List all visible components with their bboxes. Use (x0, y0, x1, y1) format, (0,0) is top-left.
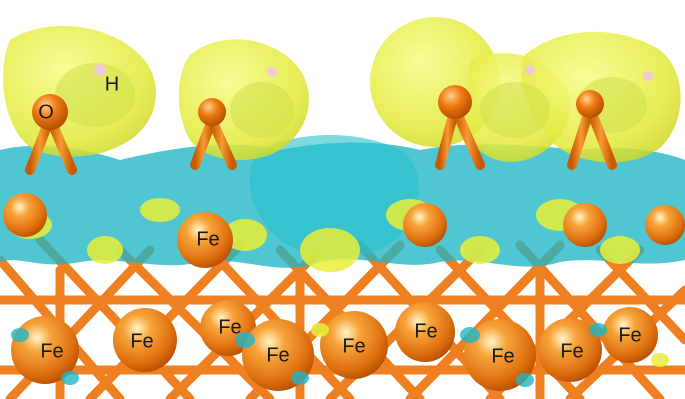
oxygen-atom (576, 90, 604, 118)
hydrogen-atom (94, 64, 106, 76)
label-fe: Fe (266, 344, 289, 366)
label-fe-top: Fe (196, 228, 219, 250)
label-fe: Fe (130, 330, 153, 352)
label-oxygen: O (38, 101, 54, 123)
fe-atom (645, 205, 685, 245)
hydrogen-atom (525, 65, 535, 75)
label-fe: Fe (218, 316, 241, 338)
fe-atom (403, 203, 447, 247)
top-fe-atoms (3, 193, 685, 268)
label-fe: Fe (618, 324, 641, 346)
lower-density-lobes (11, 323, 669, 387)
oxygen-atoms (32, 85, 604, 130)
label-fe: Fe (560, 340, 583, 362)
oxygen-atom (32, 94, 68, 130)
label-fe: Fe (491, 345, 514, 367)
atom-labels: O H Fe Fe Fe Fe Fe Fe Fe Fe Fe Fe (38, 73, 641, 367)
fe-atom (177, 212, 233, 268)
fe-atom (320, 311, 388, 379)
label-fe: Fe (342, 335, 365, 357)
hydrogen-atoms (94, 64, 653, 81)
fe-atom (3, 193, 47, 237)
label-fe: Fe (414, 320, 437, 342)
oxygen-atom (198, 98, 226, 126)
fe-atom (538, 318, 602, 382)
hydrogen-atom (267, 67, 277, 77)
label-hydrogen: H (105, 73, 119, 95)
fe-atom (464, 319, 536, 391)
fe-atom (563, 203, 607, 247)
fe-atom (113, 308, 177, 372)
oxygen-atom (438, 85, 472, 119)
hydrogen-atom (643, 71, 653, 81)
fe-atom (602, 307, 658, 363)
fe-atom (395, 302, 455, 362)
density-loss-isosurface (0, 135, 685, 268)
label-fe: Fe (40, 340, 63, 362)
